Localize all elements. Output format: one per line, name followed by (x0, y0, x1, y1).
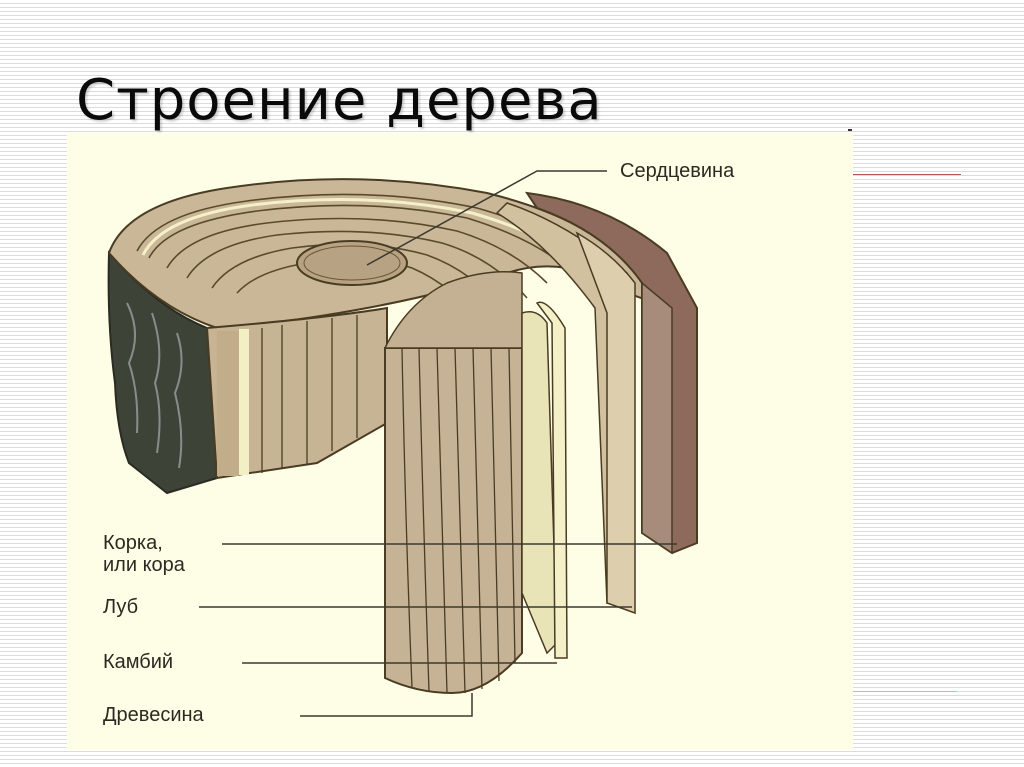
tree-cross-section-illustration (107, 170, 698, 717)
bottom-accent-line (853, 691, 957, 692)
slide-title: Строение дерева (76, 68, 603, 133)
tree-structure-figure: Сердцевина Корка, или кора Луб Камбий Др… (67, 133, 853, 750)
label-bark-line2: или кора (103, 554, 185, 576)
label-bark-line1: Корка, (103, 532, 163, 554)
label-cambium: Камбий (103, 651, 174, 673)
decorative-dot (848, 129, 852, 131)
label-wood: Древесина (103, 704, 204, 726)
label-pith: Сердцевина (620, 160, 735, 182)
top-accent-line (853, 174, 961, 175)
label-phloem: Луб (103, 596, 139, 618)
